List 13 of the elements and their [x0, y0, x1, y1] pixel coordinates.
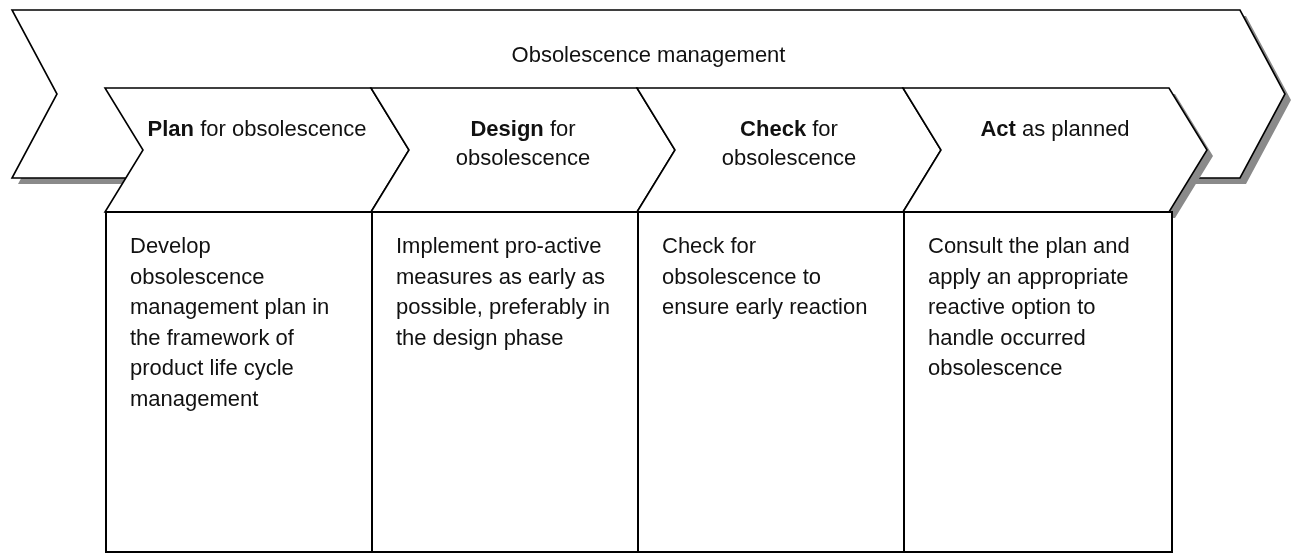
chevron-shape [105, 88, 409, 212]
stage-label: Design for obsolescence [454, 115, 592, 172]
chevron-shape [903, 88, 1213, 218]
chevron-shape [371, 88, 675, 212]
description-text: Check for obsolescence to ensure early reaction [662, 232, 869, 321]
stage-label: Obsolescence management [511, 41, 786, 69]
description-text: Develop obsolescence management plan in the framework of product life cycle management [130, 232, 331, 413]
stage-label: Check for obsolescence [720, 115, 858, 172]
chevron-shape [637, 88, 941, 212]
stage-label: Act as planned [979, 115, 1131, 143]
description-text: Implement pro-active measures as early as possible, preferably in the design phase [396, 232, 611, 352]
stage-label: Plan for obsolescence [146, 115, 368, 143]
description-text: Consult the plan and apply an appropriate reactive option to handle occurred obsolescence [928, 232, 1131, 382]
